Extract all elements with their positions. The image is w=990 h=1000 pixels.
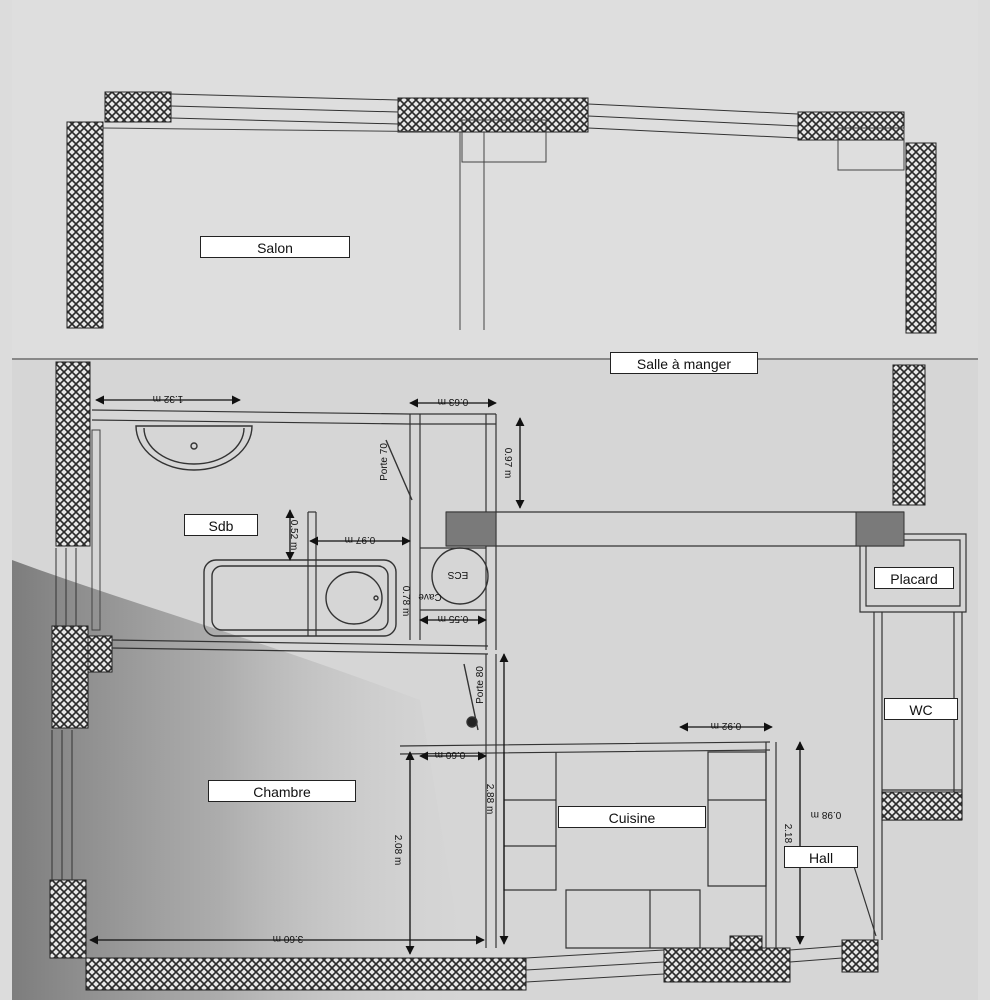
dim-text-8: 0.92 m — [711, 720, 742, 731]
porte-70-label: Porte 70 — [379, 443, 390, 481]
dim-text-6: 0.78 m — [400, 586, 411, 617]
dim-text-9: 0.60 m — [435, 749, 466, 760]
dim-text-1: 1.32 m — [153, 393, 184, 404]
room-label-sdb: Sdb — [184, 514, 258, 536]
room-label-chambre: Chambre — [208, 780, 356, 802]
dim-text-14: 2.18 m — [782, 824, 793, 855]
room-label-placard: Placard — [874, 567, 954, 589]
room-label-cuisine: Cuisine — [558, 806, 706, 828]
dimension-lines — [89, 395, 805, 955]
dim-text-10: 2.88 m — [484, 784, 495, 815]
dim-text-7: 0.55 m — [438, 613, 469, 624]
dim-text-12: 3.60 m — [273, 933, 304, 944]
sdb-left-wall — [91, 429, 101, 631]
salon-walls — [66, 91, 937, 334]
upper-sheet — [12, 0, 978, 358]
dim-text-4: 0.52 m — [288, 520, 299, 551]
wc-wall — [881, 791, 963, 821]
room-label-wc: WC — [884, 698, 958, 720]
column-left — [445, 511, 497, 547]
ecs-label: ECS — [447, 569, 468, 580]
dim-text-3: 0.97 m — [502, 448, 513, 479]
dim-text-13: 0.98 m — [811, 809, 842, 820]
room-label-hall: Hall — [784, 846, 858, 868]
sdb-fixtures — [135, 425, 489, 731]
dim-text-5: 0.97 m — [345, 534, 376, 545]
column-right — [855, 511, 905, 547]
interior-walls — [91, 409, 967, 949]
dim-text-11: 2.08 m — [392, 835, 403, 866]
dim-text-2: 0.63 m — [438, 396, 469, 407]
outer-walls — [49, 361, 926, 991]
cave-label: Cave — [418, 591, 442, 602]
room-label-salle-a-manger: Salle à manger — [610, 352, 758, 374]
room-label-salon: Salon — [200, 236, 350, 258]
porte-80-label: Porte 80 — [475, 666, 486, 704]
